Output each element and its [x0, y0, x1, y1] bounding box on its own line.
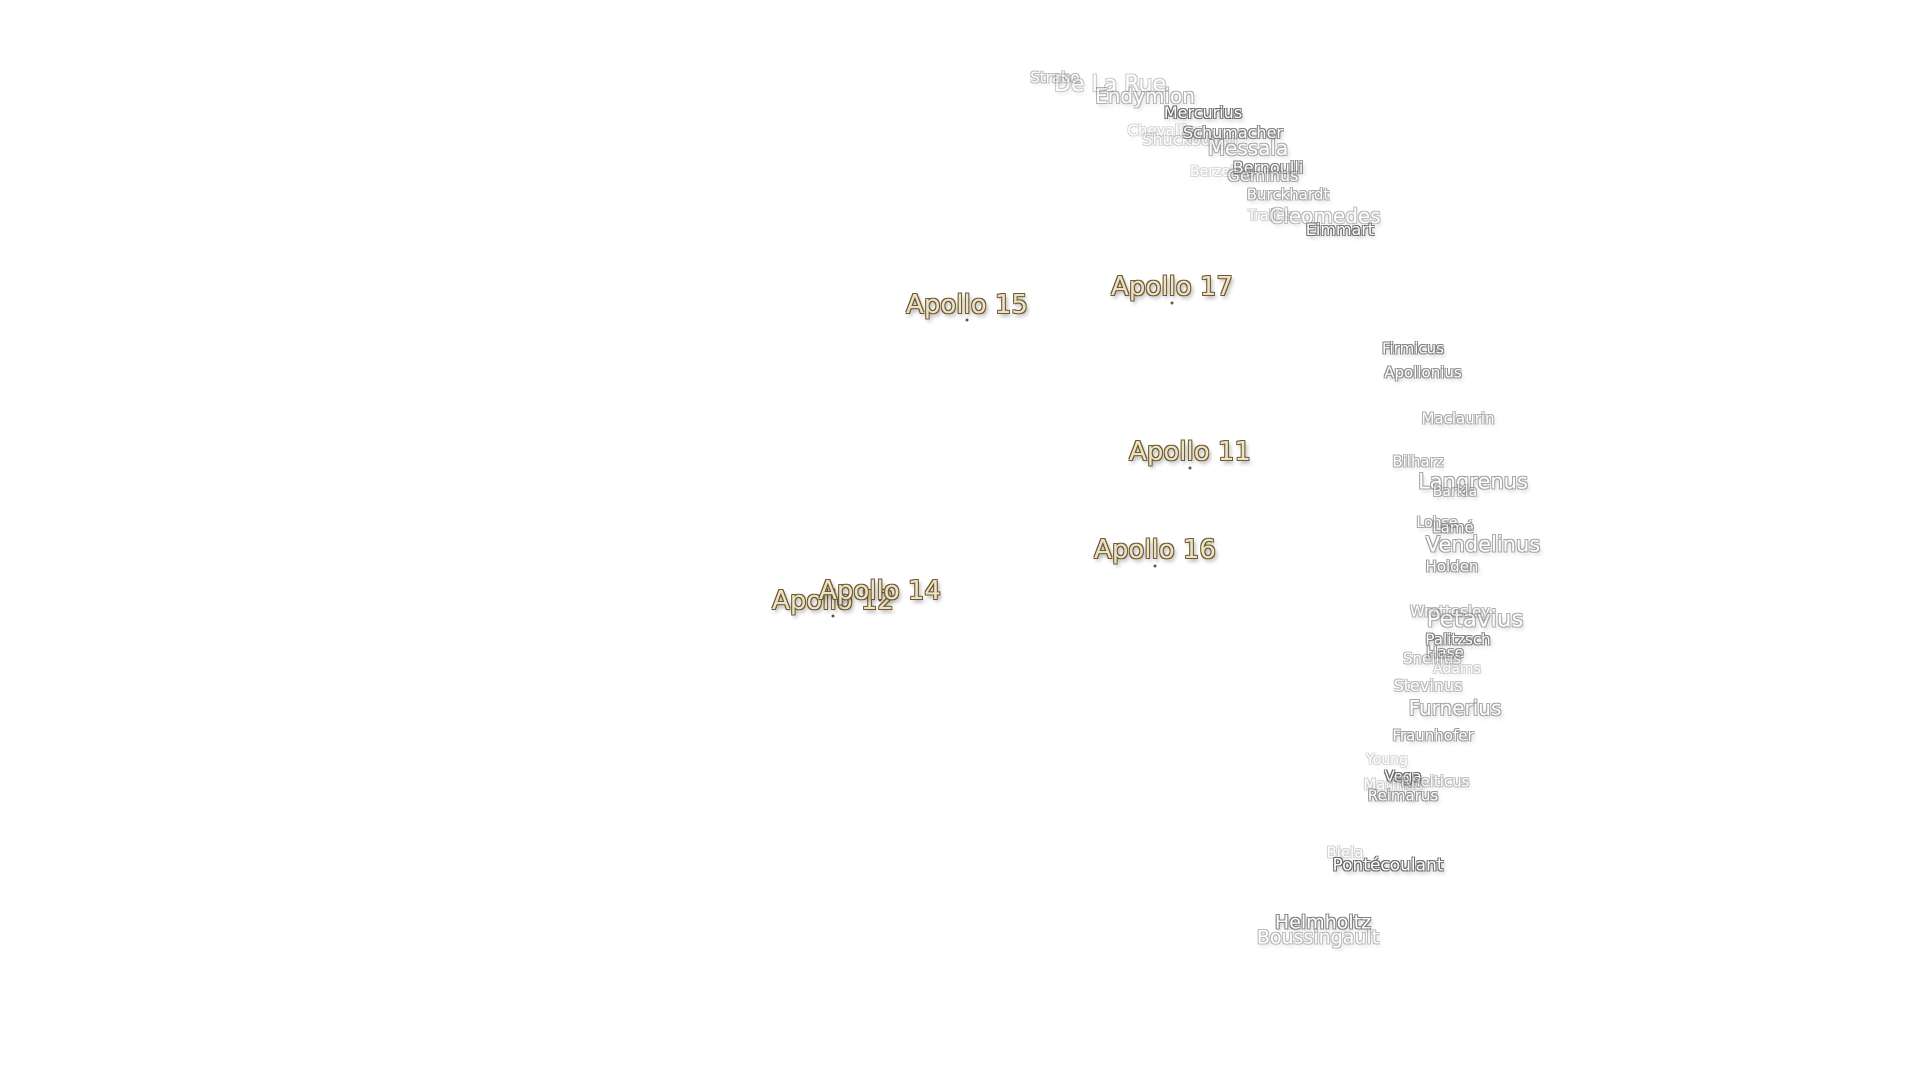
landing-site-marker[interactable]: [1188, 466, 1192, 470]
apollo-site-label[interactable]: Apollo 16: [1094, 535, 1216, 565]
crater-label: Holden: [1425, 557, 1479, 576]
apollo-site-label[interactable]: Apollo 14: [819, 576, 941, 606]
crater-label: Rheiticus: [1400, 772, 1470, 791]
apollo-site-label[interactable]: Apollo 12: [772, 586, 894, 616]
crater-label: Eimmart: [1305, 220, 1375, 239]
crater-label: Maclaurin: [1421, 409, 1495, 428]
crater-label: Langrenus: [1418, 469, 1528, 494]
crater-label: Hase: [1426, 643, 1464, 662]
crater-label: De La Rue: [1054, 72, 1166, 97]
crater-label: Lamé: [1432, 518, 1474, 537]
landing-site-marker[interactable]: [878, 598, 882, 602]
landing-site-marker[interactable]: [1153, 564, 1157, 568]
crater-label: Firmicus: [1382, 339, 1444, 358]
crater-label: Biela: [1326, 843, 1364, 862]
crater-label: Schumacher: [1183, 123, 1283, 142]
landing-site-marker[interactable]: [831, 614, 835, 618]
landing-site-marker[interactable]: [965, 318, 969, 322]
crater-label: Cleomedes: [1269, 204, 1381, 228]
crater-label: Vega: [1384, 767, 1422, 786]
crater-label: Petavius: [1426, 606, 1524, 633]
crater-label: Young: [1366, 752, 1408, 768]
crater-label: Geminus: [1227, 166, 1299, 185]
crater-label: Vendelinus: [1425, 532, 1541, 557]
crater-label: Chevallier: [1127, 121, 1203, 140]
crater-label: Boussingault: [1256, 926, 1380, 949]
crater-label: Reimarus: [1367, 786, 1439, 805]
crater-label: Helmholtz: [1274, 911, 1372, 934]
crater-label: Furnerius: [1408, 696, 1502, 720]
crater-label: Strabo: [1030, 68, 1080, 87]
crater-label: Wrottesley: [1409, 602, 1491, 621]
landing-site-marker[interactable]: [1170, 301, 1174, 305]
crater-label: Tralles: [1247, 208, 1293, 224]
crater-label: Lohse: [1416, 515, 1458, 531]
crater-label: Adams: [1433, 661, 1481, 677]
crater-label: Burckhardt: [1246, 185, 1330, 204]
crater-label: Apollonius: [1384, 363, 1462, 382]
crater-label: Marinus: [1363, 775, 1423, 794]
crater-label: Bernoulli: [1232, 158, 1304, 177]
crater-label: Endymion: [1095, 84, 1195, 108]
apollo-site-label[interactable]: Apollo 15: [906, 290, 1028, 320]
crater-label: Snellius: [1402, 649, 1462, 668]
crater-label: Stevinus: [1393, 676, 1463, 695]
crater-label: Fraunhofer: [1392, 726, 1474, 745]
crater-label: Palitzsch: [1425, 630, 1491, 649]
crater-label: Bilharz: [1392, 452, 1444, 471]
crater-label: Berzelius: [1190, 164, 1254, 180]
crater-label: Mercurius: [1163, 103, 1243, 122]
apollo-site-label[interactable]: Apollo 11: [1129, 437, 1251, 467]
crater-label: Pontécoulant: [1332, 855, 1444, 876]
apollo-site-label[interactable]: Apollo 17: [1111, 272, 1233, 302]
crater-label: Barkla: [1432, 484, 1478, 500]
crater-label: Messala: [1207, 136, 1289, 160]
crater-label: Shuckburgh: [1142, 130, 1238, 149]
